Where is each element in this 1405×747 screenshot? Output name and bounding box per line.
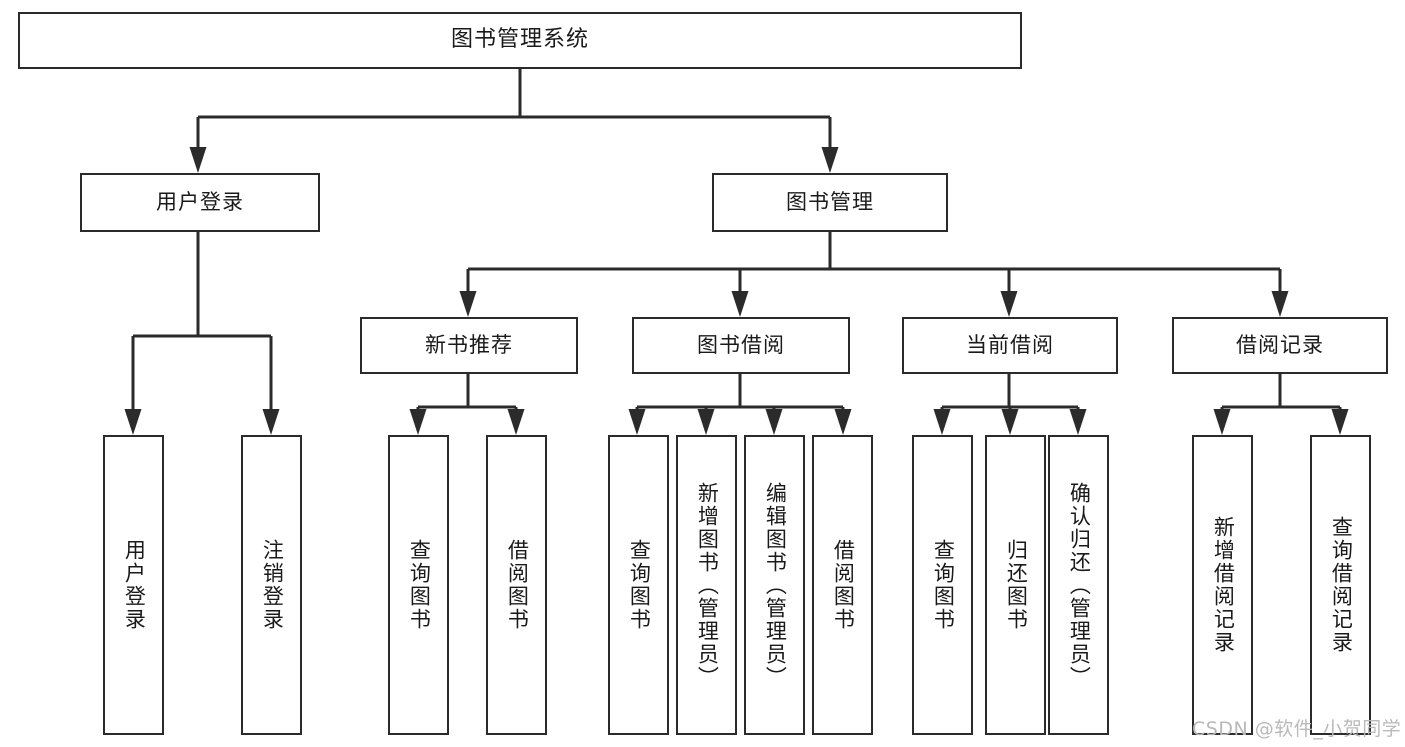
node-label: 确认归还（管理员） [1067, 481, 1092, 689]
node-label: 新增借阅记录 [1211, 516, 1236, 654]
node-label: 用户登录 [156, 189, 244, 214]
node-label: 新增图书（管理员） [695, 481, 720, 689]
node-level3-new-book-recommendation-0[interactable]: 新书推荐 [360, 317, 578, 374]
node-root-book-management-system[interactable]: 图书管理系统 [18, 12, 1022, 69]
node-label: 当前借阅 [966, 332, 1054, 357]
node-leaf-query-book-2[interactable]: 查询图书 [388, 435, 449, 735]
node-leaf-query-book-4[interactable]: 查询图书 [608, 435, 669, 735]
node-leaf-edit-book-admin-6[interactable]: 编辑图书（管理员） [744, 435, 805, 735]
node-label: 归还图书 [1004, 539, 1029, 631]
node-leaf-query-book-8[interactable]: 查询图书 [912, 435, 973, 735]
node-leaf-add-book-admin-5[interactable]: 新增图书（管理员） [676, 435, 737, 735]
node-label: 借阅记录 [1236, 332, 1324, 357]
node-label: 编辑图书（管理员） [763, 481, 788, 689]
node-leaf-logout-1[interactable]: 注销登录 [241, 435, 302, 735]
node-leaf-add-borrow-record-11[interactable]: 新增借阅记录 [1192, 435, 1253, 735]
node-label: 新书推荐 [425, 332, 513, 357]
node-label: 用户登录 [122, 539, 147, 631]
node-level2-user-login-0[interactable]: 用户登录 [80, 173, 320, 232]
node-level3-current-borrowing-2[interactable]: 当前借阅 [902, 317, 1118, 374]
node-leaf-confirm-return-admin-10[interactable]: 确认归还（管理员） [1048, 435, 1109, 735]
node-label: 图书借阅 [697, 332, 785, 357]
node-leaf-query-borrow-record-12[interactable]: 查询借阅记录 [1310, 435, 1371, 735]
node-label: 查询图书 [627, 539, 652, 631]
node-label: 借阅图书 [505, 539, 530, 631]
node-label: 注销登录 [260, 539, 285, 631]
node-label: 查询借阅记录 [1329, 516, 1354, 654]
node-level3-book-borrowing-1[interactable]: 图书借阅 [632, 317, 850, 374]
node-label: 图书管理 [786, 189, 874, 214]
node-level2-book-management-1[interactable]: 图书管理 [712, 173, 948, 232]
node-leaf-borrow-book-7[interactable]: 借阅图书 [812, 435, 873, 735]
node-label: 查询图书 [407, 539, 432, 631]
node-level3-borrow-records-3[interactable]: 借阅记录 [1172, 317, 1388, 374]
node-label: 借阅图书 [831, 539, 856, 631]
node-leaf-borrow-book-3[interactable]: 借阅图书 [486, 435, 547, 735]
node-label: 查询图书 [931, 539, 956, 631]
node-leaf-user-login-0[interactable]: 用户登录 [103, 435, 164, 735]
node-leaf-return-book-9[interactable]: 归还图书 [985, 435, 1046, 735]
node-label: 图书管理系统 [450, 27, 589, 53]
